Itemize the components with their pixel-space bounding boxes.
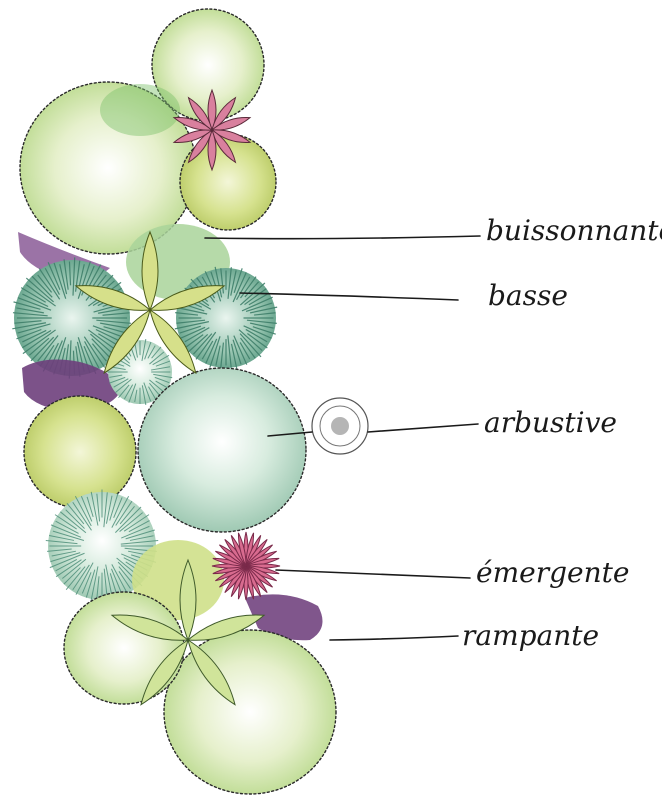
arbustive-canopy [138,368,306,532]
label-arbustive: arbustive [484,406,617,439]
leader-emergente [276,570,470,578]
shrub-bottom-left [64,592,184,704]
canopy-cluster [12,9,336,794]
label-basse: basse [488,279,568,312]
shrub-bottom-large [164,630,336,794]
label-rampante: rampante [462,619,599,652]
label-emergente: émergente [476,556,629,589]
leader-basse [240,293,458,300]
tree-trunk-icon [312,398,368,454]
leader-buissonnante [205,236,480,239]
leader-rampante [330,636,458,640]
label-buissonnante: buissonnante [486,214,662,247]
shrub-left-yellow [24,396,136,508]
